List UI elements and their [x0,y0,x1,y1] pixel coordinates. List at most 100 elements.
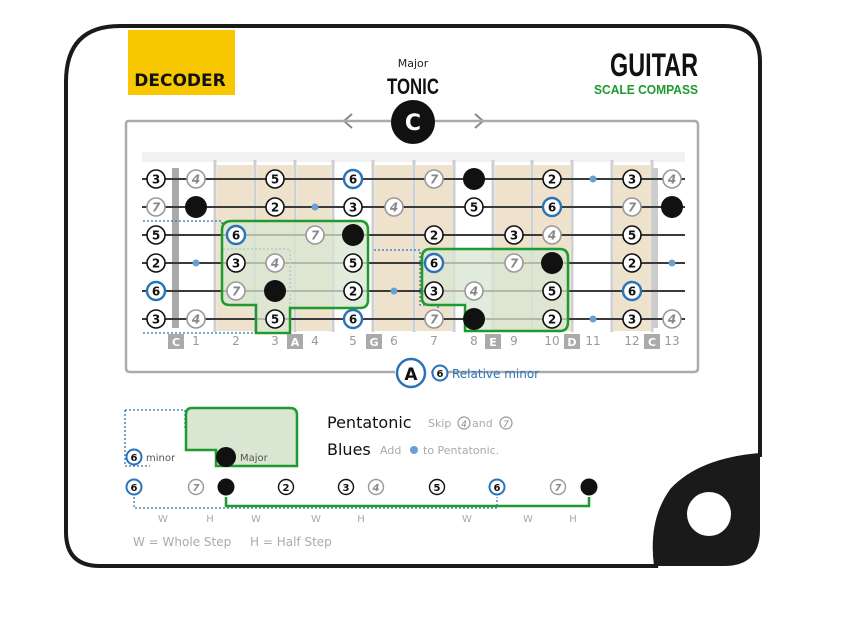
note-degree-label: 4 [389,201,398,215]
note-degree-label: 7 [430,313,439,327]
blues-hint-post: to Pentatonic. [423,444,499,457]
relative-minor-selector[interactable]: A [395,357,427,389]
fretboard-frame [124,119,700,374]
step-tonic [580,478,598,496]
fret-number: 12 [624,334,639,348]
note-circle [226,281,246,301]
note-circle [622,309,642,329]
fret-number: 11 [585,334,600,348]
pentatonic-hint-mid: and [472,417,493,430]
pentatonic-skip-4: 4 [461,420,467,430]
step-interval-label: H [206,514,214,525]
note-degree-label: 3 [152,313,160,327]
relative-minor-note: A [404,365,418,385]
note-degree-label: 5 [152,229,160,243]
note-marker-3: 3 [504,225,524,245]
note-degree-label: 5 [271,313,279,327]
legend-minor-root [125,448,143,466]
note-circle [622,225,642,245]
note-circle [265,169,285,189]
blue-note-dot [311,203,319,211]
note-circle [464,281,484,301]
note-circle [343,197,363,217]
tonic-note: C [405,111,421,136]
note-marker-7: 7 [504,253,524,273]
step-degree-circle [549,478,567,496]
relative-minor-dial[interactable] [395,357,427,389]
note-degree-label: 4 [191,173,200,187]
note-marker-3: 3 [622,169,642,189]
step-degree-circle [428,478,446,496]
step-degree-circle [488,478,506,496]
legend-major-root [216,447,236,467]
note-circle [504,253,524,273]
step-degree-label: 2 [283,483,290,494]
note-degree-label: 4 [547,229,556,243]
step-degree-circle [337,478,355,496]
tonic-dial[interactable] [391,100,435,144]
note-marker-6: 6 [145,280,167,302]
note-marker-1 [463,168,485,190]
note-marker-1 [661,196,683,218]
blue-note-dot-icon [410,446,418,454]
note-circle [265,253,285,273]
step-degree-label: 7 [555,483,562,494]
note-circle [343,253,363,273]
step-interval-label: W [311,514,321,525]
note-marker-5: 5 [622,225,642,245]
note-marker-2: 2 [265,197,285,217]
note-degree-label: 5 [628,229,636,243]
note-degree-label: 6 [232,229,240,243]
note-degree-label: 7 [311,229,320,243]
legend-major-label: Major [240,453,269,464]
pentatonic-skip-badge-4 [457,416,471,430]
corner-hole [687,492,731,536]
step-degree-circle [187,478,205,496]
step-key-whole: W = Whole Step [133,535,231,549]
note-marker-3: 3 [343,197,363,217]
note-degree-label: 4 [191,313,200,327]
note-degree-label: 3 [628,173,636,187]
note-degree-label: 3 [152,173,160,187]
nut-note-tag [485,334,501,349]
note-circle [146,197,166,217]
note-marker-4: 4 [464,281,484,301]
step-degree-label: 6 [131,483,138,494]
note-circle [342,308,364,330]
note-marker-4: 4 [186,309,206,329]
nut-note-label: C [172,336,180,349]
note-circle [424,225,444,245]
note-circle [424,309,444,329]
fret-number: 6 [390,334,398,348]
note-marker-5: 5 [146,225,166,245]
note-circle [424,281,444,301]
decoder-badge[interactable]: DECODER [128,30,235,95]
note-circle [622,253,642,273]
note-marker-6: 6 [342,308,364,330]
note-degree-label: 2 [152,257,160,271]
note-marker-6: 6 [423,252,445,274]
decoder-label: DECODER [134,71,225,91]
note-marker-3: 3 [146,309,166,329]
step-degree-label: 7 [193,483,200,494]
major-step-bracket [224,497,591,508]
minor-box-outline-2 [374,249,439,330]
step-interval-label: H [569,514,577,525]
step-interval-label: W [251,514,261,525]
note-marker-1 [463,308,485,330]
step-degree-label: 5 [434,483,441,494]
note-degree-label: 2 [271,201,279,215]
note-marker-7: 7 [622,197,642,217]
note-degree-label: 2 [548,313,556,327]
nut-note-tag [644,334,660,349]
note-degree-label: 5 [470,201,478,215]
tonic-selector[interactable]: C [391,100,435,144]
note-marker-4: 4 [384,197,404,217]
note-circle [621,280,643,302]
note-marker-2: 2 [146,253,166,273]
step-tonic [217,478,235,496]
fret-number: 9 [510,334,518,348]
fret-number: 4 [311,334,319,348]
tonic-note-marker [541,252,563,274]
